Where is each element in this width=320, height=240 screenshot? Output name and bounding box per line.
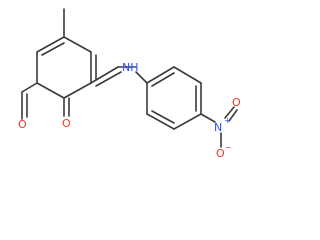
- bond: [135, 71, 148, 84]
- bond: [173, 113, 202, 130]
- bond: [224, 106, 235, 119]
- bond: [228, 109, 238, 122]
- ketone-oxygen: O: [62, 117, 71, 130]
- molecule-structure: O O NH N + O O −: [18, 8, 241, 160]
- bond: [90, 66, 119, 84]
- bond: [173, 66, 202, 84]
- bond: [36, 82, 65, 99]
- nitro-negative-charge: −: [225, 143, 232, 152]
- nitro-oxygen-bottom: O: [216, 147, 225, 160]
- bond: [95, 71, 122, 87]
- bond: [41, 42, 65, 56]
- bond: [146, 66, 175, 84]
- bond: [151, 72, 175, 87]
- bond: [63, 36, 92, 53]
- bond: [151, 110, 175, 124]
- amine-nh: NH: [122, 61, 139, 74]
- nitro-nitrogen: N: [214, 121, 222, 134]
- bond: [200, 113, 216, 123]
- atom-labels: O O NH N + O O −: [18, 61, 241, 160]
- nitro-positive-charge: +: [224, 116, 231, 125]
- bond: [63, 82, 92, 99]
- bond: [36, 36, 65, 53]
- aldehyde-oxygen: O: [18, 118, 27, 131]
- bonds: [21, 8, 238, 148]
- bond: [21, 82, 38, 93]
- nitro-oxygen-top: O: [232, 96, 241, 109]
- bond: [146, 113, 175, 130]
